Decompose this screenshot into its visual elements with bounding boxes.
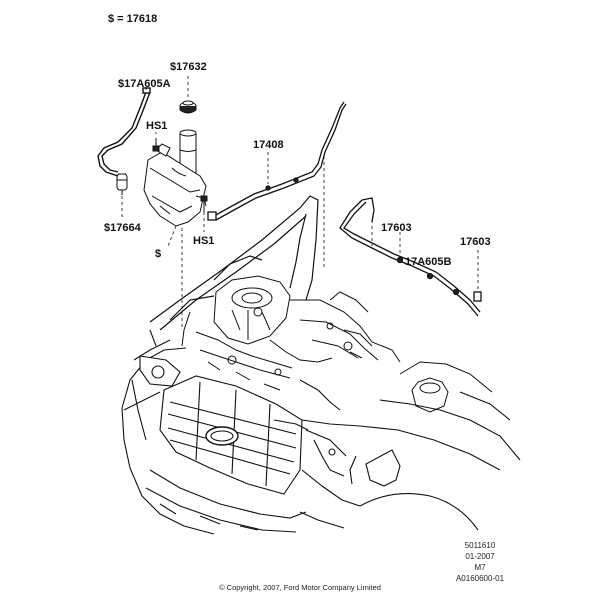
callout-jet-left: 17603 — [381, 222, 412, 234]
grille — [159, 375, 303, 495]
reference-block: 5011610 01-2007 M7 A0160600-01 — [440, 540, 520, 584]
callout-jet-right: 17603 — [460, 236, 491, 248]
rear-hose-17A605B — [339, 197, 482, 317]
reservoir-cap — [179, 100, 197, 114]
bolt-hs1-top — [152, 138, 160, 152]
reservoir-tank — [143, 143, 207, 227]
leader-lines — [121, 76, 479, 330]
washer-pump — [116, 173, 128, 195]
vehicle-front — [121, 329, 521, 535]
ref-line-4: A0160600-01 — [455, 574, 505, 583]
callout-bolt-hs1-bottom: HS1 — [193, 235, 215, 247]
callout-rear-hose: 17A605B — [405, 256, 452, 268]
callout-hose-a: $17A605A — [118, 78, 171, 90]
hose-a — [97, 87, 151, 177]
reservoir-assembly — [97, 87, 208, 227]
ref-line-3: M7 — [474, 563, 486, 572]
filler-neck — [179, 129, 197, 178]
callout-reservoir: $ — [155, 248, 162, 260]
ref-line-1: 5011610 — [464, 541, 496, 550]
bolt-hs1-bottom — [200, 195, 208, 212]
callout-reservoir-cap: $17632 — [170, 61, 207, 73]
hood-hose-17408 — [207, 101, 347, 221]
ref-line-2: 01-2007 — [465, 552, 495, 561]
callout-hood-hose: 17408 — [253, 139, 284, 151]
callout-washer-pump: $17664 — [104, 222, 141, 234]
copyright-text: © Copyright, 2007, Ford Motor Company Li… — [219, 583, 381, 592]
engine-bay — [181, 275, 493, 413]
legend-text: $ = 17618 — [108, 13, 158, 25]
callout-bolt-hs1-top: HS1 — [146, 120, 168, 132]
